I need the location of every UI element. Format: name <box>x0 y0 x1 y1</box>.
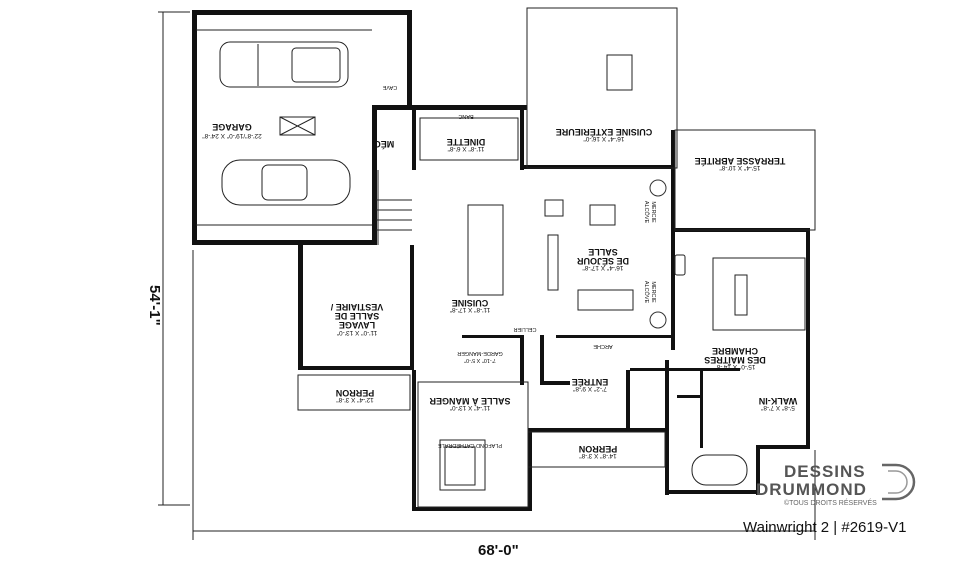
brand-line-1: DESSINS <box>784 462 866 481</box>
car-truck-icon <box>219 41 349 88</box>
garage-label: GARAGE <box>212 122 252 132</box>
brand-line-2: DRUMMOND <box>756 480 867 499</box>
dimension-lines <box>158 11 816 540</box>
garage-door-icon <box>279 116 316 136</box>
cuisine-ext-label: CUISINE EXTÉRIEURE <box>556 127 653 137</box>
car-sedan-icon <box>221 159 351 206</box>
sejour-label-1: SALLE <box>588 247 618 257</box>
depth-dimension: 54'-1" <box>146 285 163 326</box>
vestiaire-label-2: SALLE DE <box>335 311 380 321</box>
walkin-dims: 5'-8" X 7'-8" <box>760 404 795 411</box>
vestiaire-label-3: LAVAGE <box>339 320 375 330</box>
brand-logo: DESSINS DRUMMOND ©TOUS DROITS RÉSERVÉS <box>756 462 926 522</box>
terrasse-dims: 15'-4" X 10'-8" <box>719 164 761 171</box>
plant-icons <box>649 179 667 329</box>
garage-dims: 22'-8"/19'-0" X 24'-8" <box>202 132 262 139</box>
width-dimension: 68'-0" <box>478 542 519 559</box>
cellier-label: CELLIER <box>514 326 537 332</box>
foyer-right-2: MERCIE <box>650 281 656 303</box>
vestiaire-dims: 11'-0" X 13'-0" <box>336 329 377 336</box>
perron-left-label: PERRON <box>336 388 375 398</box>
brand-d-icon <box>882 463 916 501</box>
perron-left-dims: 12'-4" X 3'-8" <box>336 396 374 403</box>
banc-label: BANC <box>458 113 473 119</box>
arche-label: ARCHE <box>593 343 613 349</box>
entree-dims: 7'-2" X 9'-8" <box>572 385 607 392</box>
chambre-dims: 15'-0" X 14'-8" <box>714 363 756 370</box>
dinette-label: DINETTE <box>447 137 486 147</box>
salle-manger-label: SALLE À MANGER <box>429 396 511 406</box>
plafond-label: PLAFOND CATHÉDRALE <box>438 442 502 449</box>
cuisine-label: CUISINE <box>452 298 489 308</box>
garde-manger-label: GARDE-MANGER <box>457 350 503 356</box>
plan-caption: Wainwright 2 | #2619-V1 <box>743 519 907 536</box>
furniture <box>419 54 806 486</box>
dinette-dims: 11'-8" X 6'-8" <box>447 145 485 152</box>
garde-manger-dims: 7'-10" X 5'-0" <box>464 357 496 363</box>
cuisine-ext-dims: 16'-4" X 16'-0" <box>583 135 625 142</box>
chambre-label-1: CHAMBRE <box>712 346 758 356</box>
foyer-left-1: ALCÔVE <box>643 201 650 224</box>
thin-lines <box>196 7 816 508</box>
walls <box>192 10 810 511</box>
salle-manger-dims: 11'-4" X 13'-0" <box>449 404 490 411</box>
room-labels: GARAGE 22'-8"/19'-0" X 24'-8" CAVE MÉC. … <box>202 84 798 459</box>
perron-center-dims: 14'-8" X 3'-8" <box>579 452 617 459</box>
brand-copyright: ©TOUS DROITS RÉSERVÉS <box>784 500 877 507</box>
mec-label: MÉC. <box>372 139 395 149</box>
sejour-label-2: DE SÉJOUR <box>576 256 629 266</box>
sejour-dims: 16'-4" X 17'-8" <box>582 264 624 271</box>
chambre-label-2: DES MAÎTRES <box>704 355 766 366</box>
walkin-label: WALK-IN <box>759 396 798 406</box>
perron-center-label: PERRON <box>579 444 618 454</box>
vestiaire-label-1: VESTIAIRE / <box>330 302 383 312</box>
foyer-right-1: ALCÔVE <box>643 281 650 304</box>
cave-label: CAVE <box>382 84 397 90</box>
foyer-left-2: MERCIE <box>650 201 656 223</box>
terrasse-label: TERRASSE ABRITÉE <box>695 156 786 166</box>
cuisine-dims: 11'-8" X 17'-8" <box>449 306 490 313</box>
entree-label: ENTRÉE <box>572 377 609 387</box>
